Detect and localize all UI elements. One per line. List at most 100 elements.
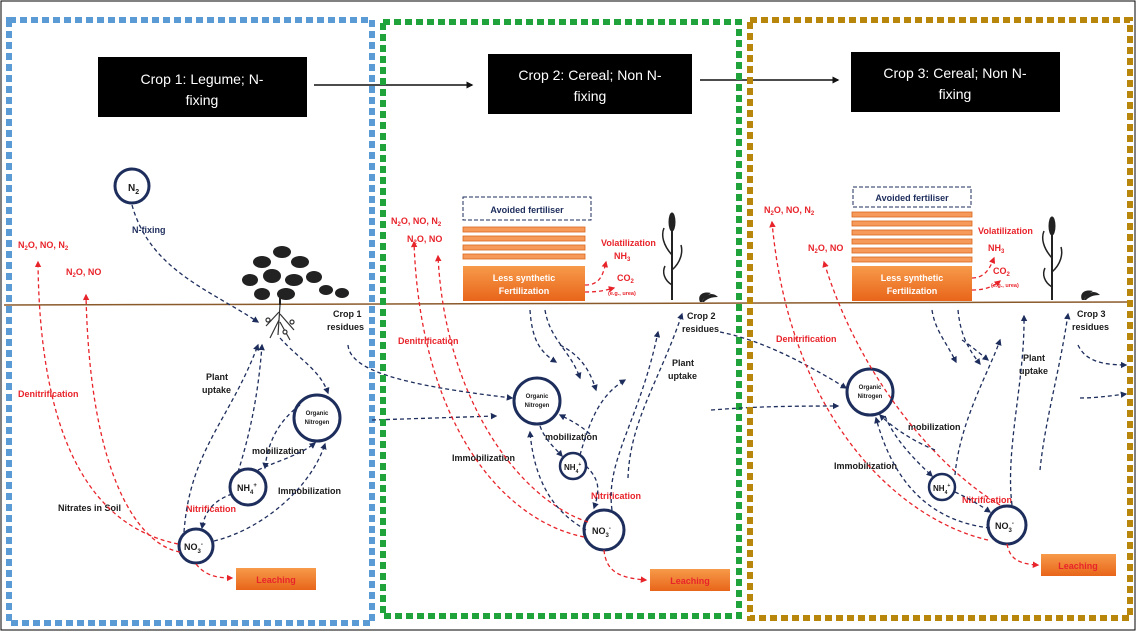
panel-1-title-box bbox=[98, 57, 307, 117]
panel-3-no3-label: NO3- bbox=[995, 521, 1014, 534]
panel-3-plant-uptake-2: uptake bbox=[1019, 366, 1048, 376]
cereal-stalk-icon bbox=[1041, 216, 1063, 300]
panel-2-eg-urea: (e.g., urea) bbox=[608, 291, 636, 297]
panel-2-nitrification: Nitrification bbox=[591, 491, 641, 501]
soil-line bbox=[3, 301, 1134, 306]
cereal-stalk-icon bbox=[661, 212, 683, 300]
panel-3-organic-2: Nitrogen bbox=[858, 394, 883, 400]
panel-crop-1: Crop 1: Legume; N- fixing N2 N-fixing N2… bbox=[6, 17, 514, 626]
panel-1-arrows bbox=[34, 260, 514, 582]
panel-3-organic-nitrogen-node bbox=[845, 367, 895, 417]
panel-3-title-box bbox=[851, 52, 1060, 112]
panel-1-nh4-node bbox=[228, 467, 268, 507]
panel-3-gases-a: N2O, NO, N2 bbox=[764, 205, 815, 217]
panel-1-residues-line2: residues bbox=[327, 322, 364, 332]
panel-2-co2: CO2 bbox=[617, 273, 635, 285]
panel-1-nitrates-in-soil: Nitrates in Soil bbox=[58, 503, 121, 513]
panel-1-nitrification: Nitrification bbox=[186, 504, 236, 514]
n-fixing-label: N-fixing bbox=[132, 225, 166, 235]
panel-2-leaching-box bbox=[650, 569, 730, 591]
panel-3-residues-line2: residues bbox=[1072, 322, 1109, 332]
panel-2-avoided-label: Avoided fertiliser bbox=[490, 205, 564, 215]
panel-3-organic-1: Organic bbox=[859, 385, 882, 391]
panel-2-nh3: NH3 bbox=[614, 251, 631, 263]
roots-icon bbox=[265, 304, 295, 341]
n2-label: N2 bbox=[128, 183, 139, 196]
panel-3-nh4-label: NH4+ bbox=[933, 483, 950, 496]
panel-2-avoided-box bbox=[462, 196, 592, 221]
panel-1-mobilization: mobilization bbox=[252, 446, 305, 456]
panel-2-residues-line1: Crop 2 bbox=[687, 311, 716, 321]
panel-1-organic-nitrogen-node bbox=[292, 393, 342, 443]
panel-3-residues-line1: Crop 3 bbox=[1077, 309, 1106, 319]
panel-2-plant-uptake-1: Plant bbox=[672, 358, 694, 368]
panel-3-leaching-label: Leaching bbox=[1058, 561, 1098, 571]
panel-2-less-synth-2: Fertilization bbox=[499, 286, 550, 296]
panel-3-co2: CO2 bbox=[993, 266, 1011, 278]
panel-2-organic-1: Organic bbox=[526, 394, 549, 400]
panel-1-gases-a: N2O, NO, N2 bbox=[18, 240, 69, 252]
n2-node bbox=[113, 167, 151, 205]
panel-1-leaching-label: Leaching bbox=[256, 575, 296, 585]
panel-crop-3: Crop 3: Cereal; Non N- fixing Avoided fe… bbox=[747, 17, 1133, 621]
panel-3-gases-b: N2O, NO bbox=[808, 243, 843, 255]
panel-2-less-synth-1: Less synthetic bbox=[493, 273, 556, 283]
panel-3-arrows bbox=[769, 220, 1128, 568]
panel-3-volatilization: Volatilization bbox=[978, 226, 1033, 236]
panel-1-residues-line1: Crop 1 bbox=[333, 309, 362, 319]
panel-1-immobilization: Immobilization bbox=[278, 486, 341, 496]
panel-3-denitrification: Denitrification bbox=[776, 334, 837, 344]
panel-2-border bbox=[380, 19, 742, 619]
panel-1-no3-node bbox=[177, 527, 215, 565]
panel-1-plant-uptake-1: Plant bbox=[206, 372, 228, 382]
panel-3-less-synth-2: Fertilization bbox=[887, 286, 938, 296]
seedling-icon bbox=[699, 292, 718, 302]
panel-2-gases-b: N2O, NO bbox=[407, 234, 442, 246]
panel-2-gases-a: N2O, NO, N2 bbox=[391, 216, 442, 228]
panel-3-title-line2: fixing bbox=[939, 86, 972, 102]
panel-3-nh3: NH3 bbox=[988, 243, 1005, 255]
seedling-icon bbox=[1081, 290, 1100, 300]
panel-2-organic-nitrogen-node bbox=[512, 376, 562, 426]
panel-3-eg-urea: (e.g., urea) bbox=[991, 283, 1019, 289]
legume-plant-icon bbox=[242, 246, 349, 305]
panel-3-mobilization: mobilization bbox=[908, 422, 961, 432]
panel-2-organic-2: Nitrogen bbox=[525, 403, 550, 409]
panel-1-organic-2: Nitrogen bbox=[305, 420, 330, 426]
panel-1-title-line2: fixing bbox=[186, 92, 219, 108]
panel-3-avoided-box bbox=[852, 186, 972, 208]
panel-1-leaching-box bbox=[236, 568, 316, 590]
panel-2-nh4-label: NH4+ bbox=[564, 462, 581, 475]
n-fixing-arrow bbox=[131, 204, 260, 323]
panel-2-title-line2: fixing bbox=[574, 88, 607, 104]
panel-3-leaching-box bbox=[1041, 554, 1116, 576]
panel-2-immobilization: Immobilization bbox=[452, 453, 515, 463]
panel-3-less-synthetic-box bbox=[852, 266, 972, 301]
panel-2-title-box bbox=[488, 54, 692, 114]
panel-2-fertiliser-stack bbox=[462, 226, 586, 260]
panel-1-gases-b: N2O, NO bbox=[66, 267, 101, 279]
panel-1-border bbox=[6, 17, 375, 626]
panel-1-title-line1: Crop 1: Legume; N- bbox=[141, 71, 264, 87]
panel-1-no3-label: NO3- bbox=[184, 542, 203, 555]
panel-2-volatilization: Volatilization bbox=[601, 238, 656, 248]
panel-3-title-line1: Crop 3: Cereal; Non N- bbox=[883, 65, 1027, 81]
panel-3-less-synth-1: Less synthetic bbox=[881, 273, 944, 283]
panel-2-plant-uptake-2: uptake bbox=[668, 371, 697, 381]
panel-1-plant-uptake-2: uptake bbox=[202, 385, 231, 395]
panel-2-mobilization: mobilization bbox=[545, 432, 598, 442]
panel-2-no3-label: NO3- bbox=[592, 526, 611, 539]
panel-3-plant-uptake-1: Plant bbox=[1023, 353, 1045, 363]
panel-3-nh4-node bbox=[927, 472, 957, 502]
panel-2-denitrification: Denitrification bbox=[398, 336, 459, 346]
panel-crop-2: Crop 2: Cereal; Non N- fixing Avoided fe… bbox=[380, 19, 848, 619]
panel-3-avoided-label: Avoided fertiliser bbox=[875, 193, 949, 203]
panel-2-residues-line2: residues bbox=[682, 324, 719, 334]
panel-1-organic-1: Organic bbox=[306, 411, 329, 417]
panel-1-nh4-label: NH4+ bbox=[237, 483, 257, 496]
panel-1-denitrification: Denitrification bbox=[18, 389, 79, 399]
panel-3-fertiliser-stack bbox=[851, 211, 973, 263]
panel-2-title-line1: Crop 2: Cereal; Non N- bbox=[518, 67, 662, 83]
